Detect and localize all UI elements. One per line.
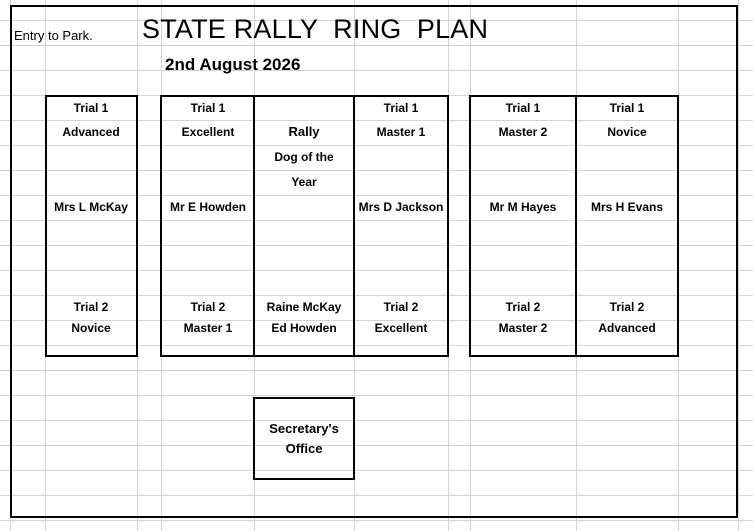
ring-bottom-line: Raine McKay xyxy=(266,300,342,314)
ring-box-group-b xyxy=(469,95,679,357)
ring-bottom-line: Master 1 xyxy=(183,321,233,335)
ring-top-line: Excellent xyxy=(181,125,235,139)
ring-top-line: Rally xyxy=(288,124,320,139)
page-title: STATE RALLY RING PLAN xyxy=(142,14,489,44)
ring-top-line: Trial 1 xyxy=(73,101,109,115)
office-label-line1: Secretary's xyxy=(269,420,339,436)
ring-bottom-line: Trial 2 xyxy=(190,300,226,314)
ring-top-line: Trial 1 xyxy=(190,101,226,115)
ring-judge: Mrs L McKay xyxy=(54,200,128,214)
entry-note: Entry to Park. xyxy=(14,28,93,43)
ring-top-line: Year xyxy=(291,175,317,189)
ring-top-line: Master 1 xyxy=(376,125,426,139)
park-boundary xyxy=(10,5,738,518)
ring-top-line: Trial 1 xyxy=(383,101,419,115)
ring-judge: Mrs H Evans xyxy=(590,200,664,214)
ring-top-line: Dog of the xyxy=(274,150,334,164)
ring-box-1 xyxy=(45,95,138,357)
ring-top-line: Novice xyxy=(607,125,647,139)
ring-judge: Mrs D Jackson xyxy=(358,200,444,214)
ring-bottom-line: Trial 2 xyxy=(609,300,645,314)
event-date: 2nd August 2026 xyxy=(165,55,301,74)
ring-bottom-line: Advanced xyxy=(598,321,656,335)
ring-top-line: Trial 1 xyxy=(609,101,645,115)
ring-bottom-line: Trial 2 xyxy=(505,300,541,314)
office-label-line2: Office xyxy=(285,440,323,456)
ring-bottom-line: Master 2 xyxy=(498,321,548,335)
ring-divider xyxy=(253,95,255,357)
ring-bottom-line: Trial 2 xyxy=(73,300,109,314)
ring-top-line: Trial 1 xyxy=(505,101,541,115)
ring-judge: Mr E Howden xyxy=(169,200,247,214)
ring-bottom-line: Trial 2 xyxy=(383,300,419,314)
ring-bottom-line: Novice xyxy=(71,321,111,335)
ring-top-line: Advanced xyxy=(62,125,120,139)
ring-bottom-line: Excellent xyxy=(374,321,428,335)
ring-divider xyxy=(353,95,355,357)
ring-box-group-a xyxy=(160,95,449,357)
secretarys-office: Secretary's Office xyxy=(253,397,355,480)
ring-bottom-line: Ed Howden xyxy=(271,321,337,335)
ring-divider xyxy=(575,95,577,357)
ring-judge: Mr M Hayes xyxy=(489,200,557,214)
ring-top-line: Master 2 xyxy=(498,125,548,139)
